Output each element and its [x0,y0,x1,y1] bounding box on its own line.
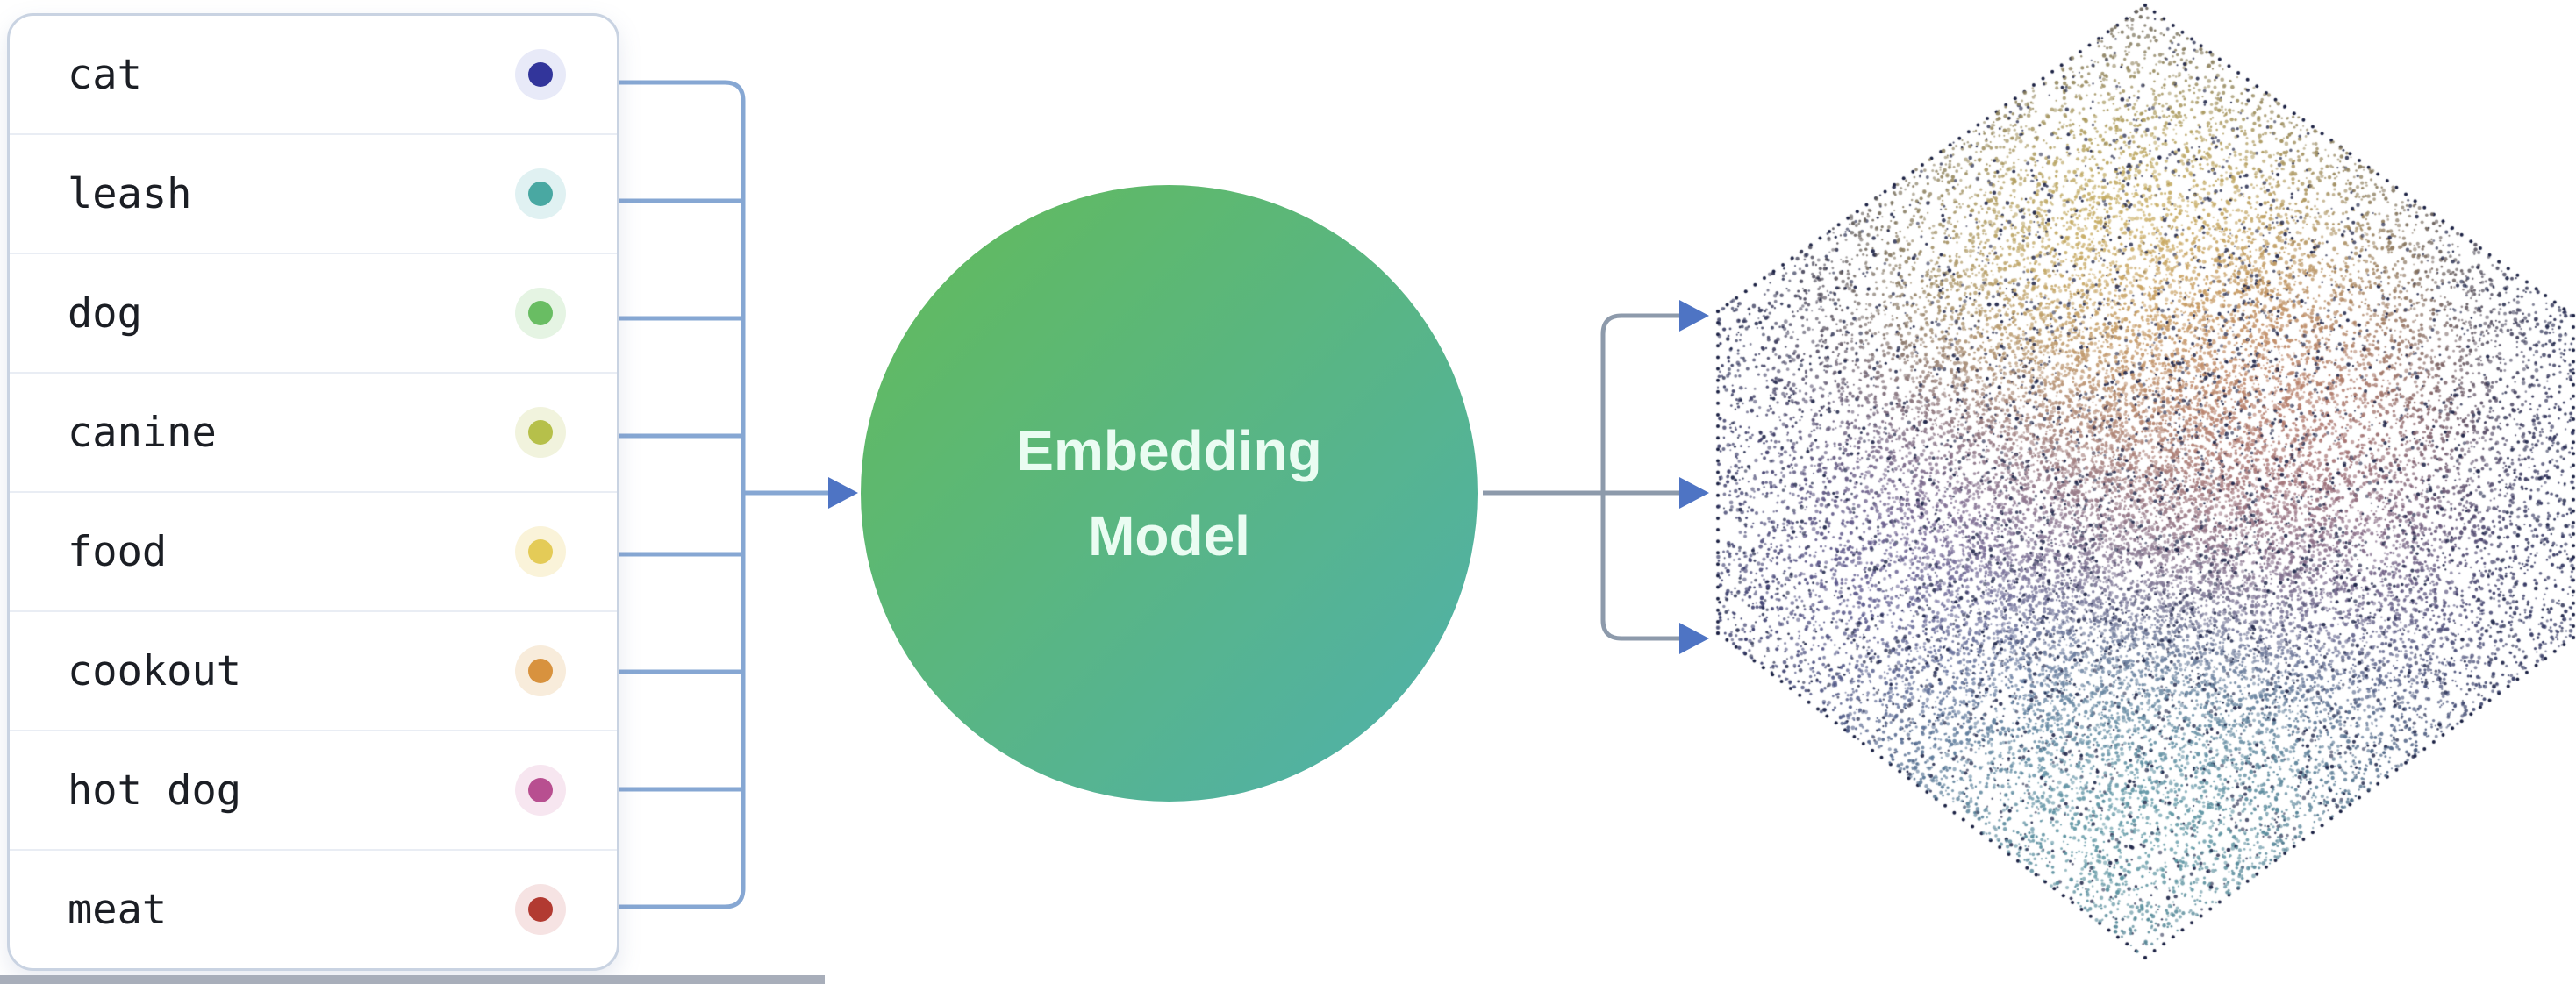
word-label: hot dog [68,766,242,815]
output-arrow-top-icon [1679,300,1709,332]
output-branches [1483,300,1709,654]
meat-dot [528,897,553,922]
word-label: leash [68,169,192,218]
word-row-dog: dog [10,254,617,374]
word-list-panel: cat leash dog canine food cookout hot do… [7,13,619,971]
word-label: cookout [68,646,242,695]
leash-dot [528,182,553,206]
word-label: dog [68,289,142,338]
embedding-model-node: Embedding Model [861,185,1478,802]
bottom-bar [0,975,825,984]
word-label: cat [68,50,142,99]
cat-dot [528,62,553,87]
food-dot [528,539,553,564]
embedding-space-point-cloud [1711,0,2576,984]
canine-dot [528,420,553,445]
word-row-canine: canine [10,374,617,493]
word-row-cookout: cookout [10,612,617,731]
output-arrow-middle-icon [1679,477,1709,509]
word-row-cat: cat [10,16,617,135]
embedding-model-label: Embedding Model [1016,418,1322,567]
cookout-dot [528,659,553,683]
hot-dog-dot [528,778,553,802]
output-arrow-bottom-icon [1679,623,1709,654]
word-row-meat: meat [10,851,617,968]
word-row-food: food [10,493,617,612]
word-label: food [68,527,168,576]
word-label: canine [68,408,217,457]
input-arrow-icon [828,477,858,509]
word-row-hot-dog: hot dog [10,731,617,851]
dog-dot [528,301,553,325]
word-row-leash: leash [10,135,617,254]
word-label: meat [68,885,168,934]
